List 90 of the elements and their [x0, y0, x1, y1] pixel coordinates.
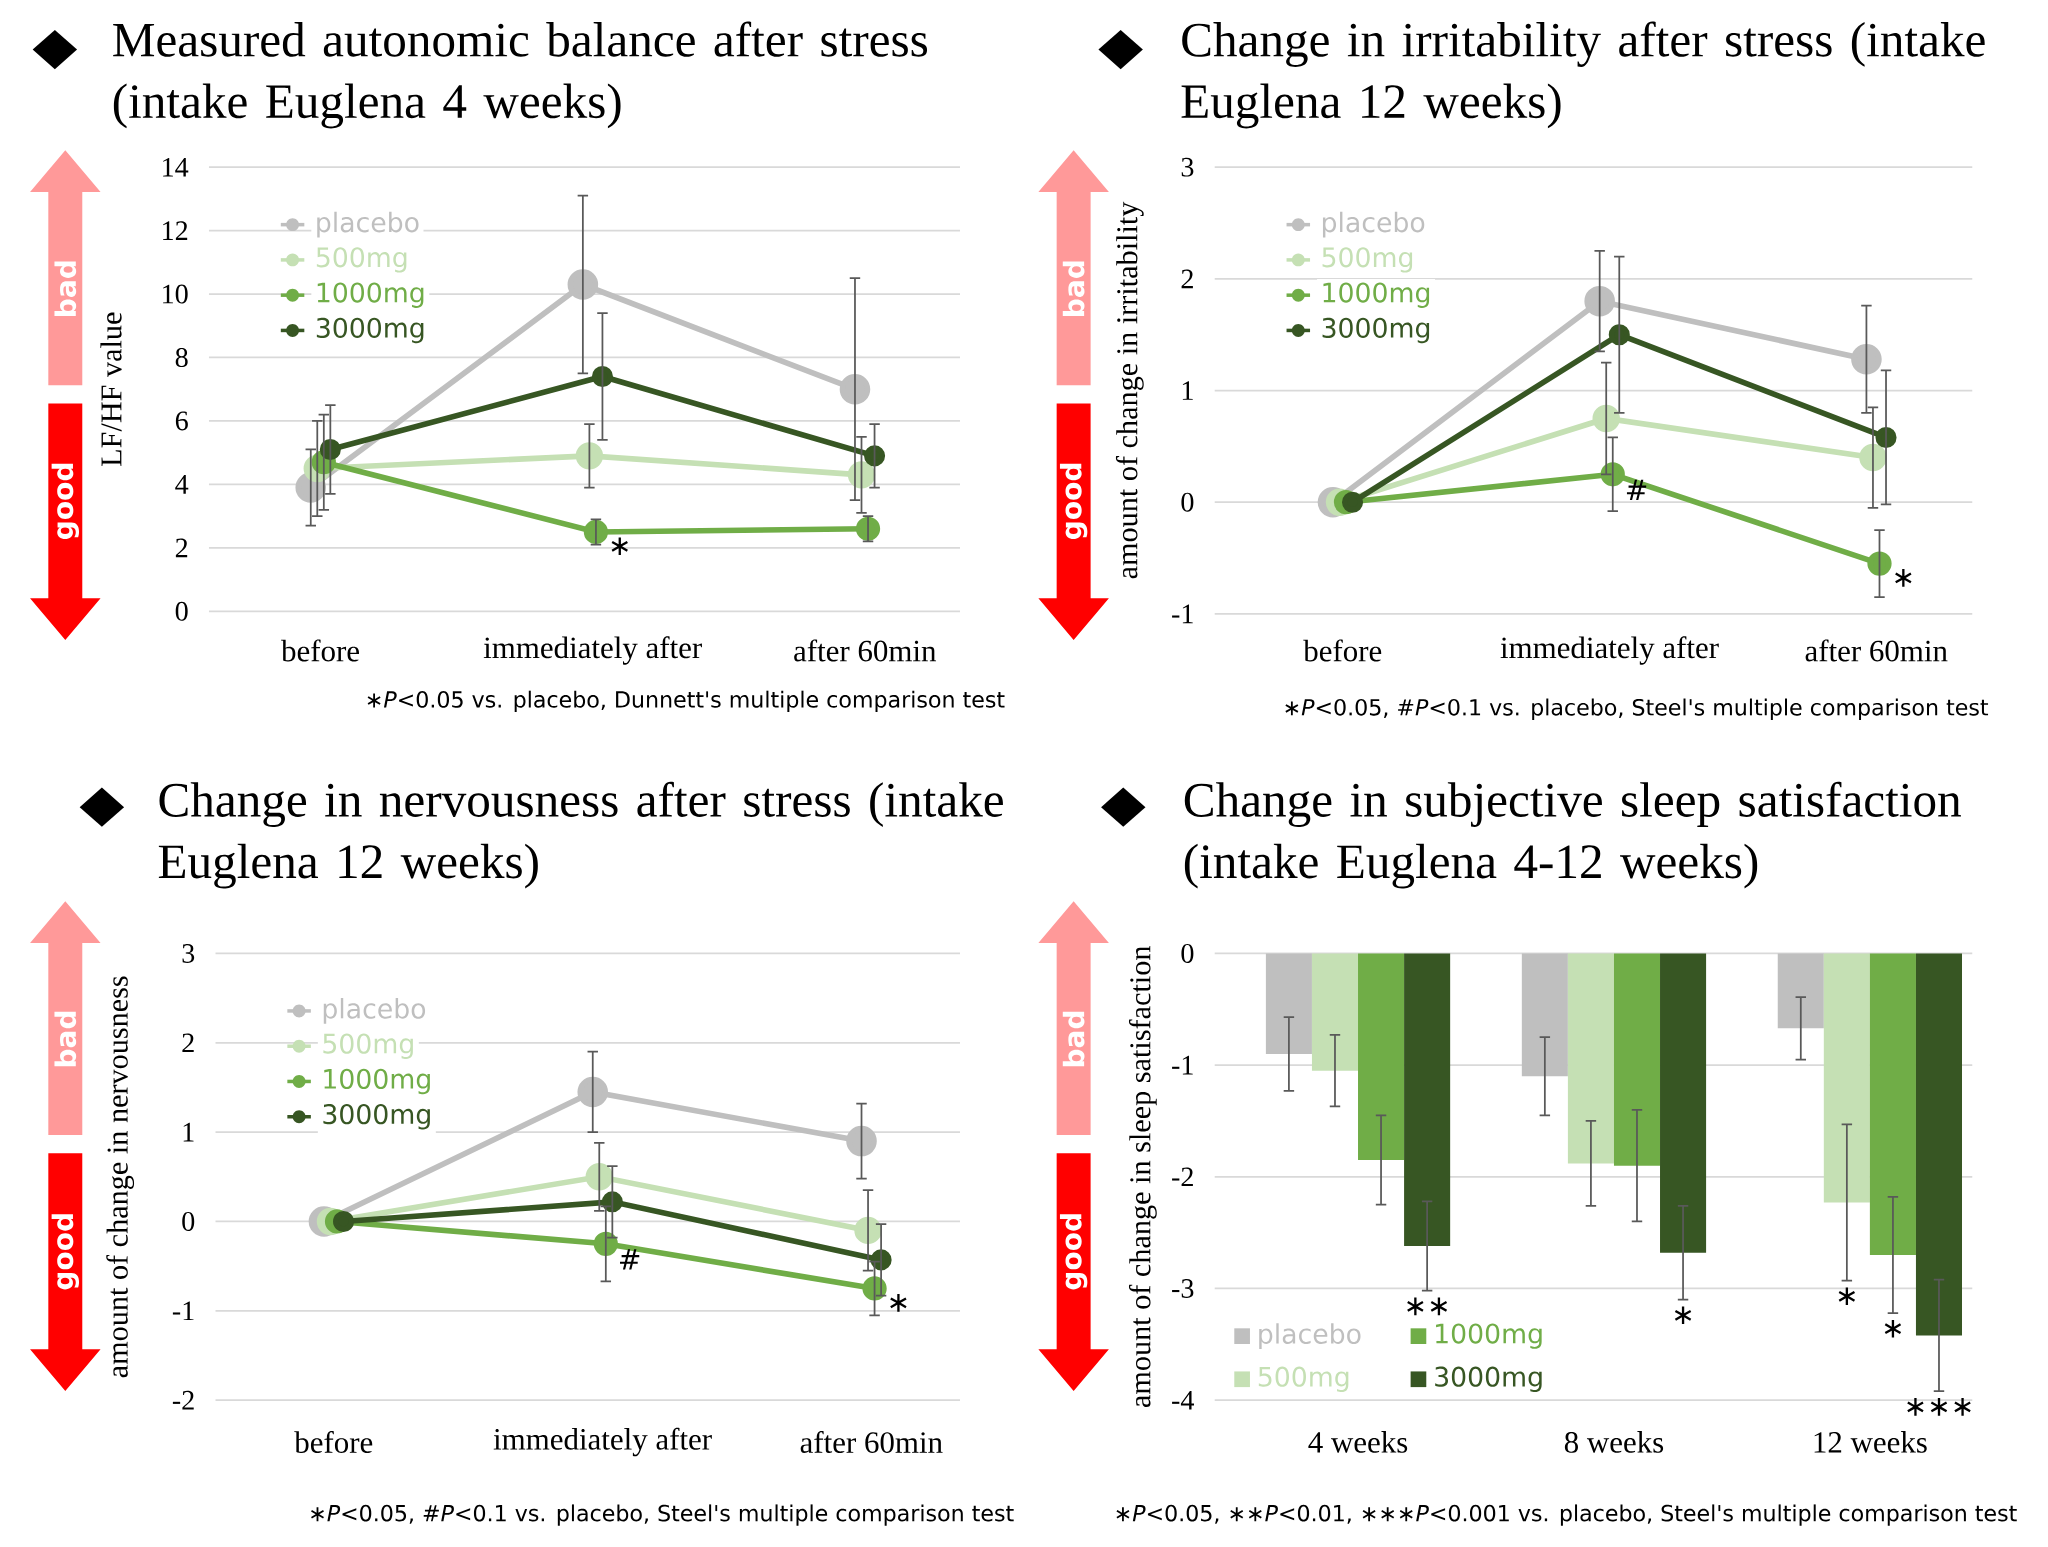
- tick-label: 0: [1181, 492, 1194, 512]
- significance-mark: ∗: [1884, 1319, 1902, 1338]
- legend-label: placebo: [317, 211, 419, 238]
- legend-entry: 500mg: [280, 243, 413, 277]
- legend-label: 3000mg: [323, 1104, 430, 1130]
- legend-label: 500mg: [316, 247, 407, 273]
- legend-entry: 500mg: [1286, 243, 1418, 277]
- legend-entry: 1000mg: [280, 279, 430, 312]
- axis-label: amount of change in sleep satisfaction: [1128, 946, 1157, 1407]
- legend-label: placebo: [323, 998, 426, 1024]
- tick-label: 2: [175, 538, 188, 558]
- legend-label: placebo: [1322, 211, 1425, 238]
- legend-entry: placebo: [287, 994, 431, 1028]
- tick-label: 4: [175, 475, 189, 494]
- tick-label: -1: [172, 1301, 194, 1321]
- legend-label: 500mg: [1322, 247, 1413, 273]
- legend-entry: 500mg: [287, 1030, 419, 1063]
- category-label: 12 weeks: [1814, 1431, 1927, 1453]
- footnote: ∗P<0.05, ∗∗P<0.01, ∗∗∗P<0.001 vs. placebo, Steel's multiple comparison test: [1116, 1504, 2017, 1526]
- axis-label: amount of change in irritability: [1115, 201, 1144, 579]
- category-label: before: [281, 639, 359, 662]
- significance-mark: ∗: [611, 537, 628, 556]
- category-label: before: [1303, 639, 1382, 662]
- tick-label: -2: [1172, 1167, 1193, 1187]
- tick-label: 2: [182, 1033, 194, 1053]
- tick-label: -2: [172, 1390, 194, 1410]
- legend-entry: 3000mg: [1410, 1366, 1542, 1392]
- tick-label: 10: [163, 284, 188, 304]
- footnote: ∗P<0.05, #P<0.1 vs. placebo, Steel's multiple comparison test: [1285, 698, 1989, 720]
- significance-mark: ∗: [1895, 569, 1912, 587]
- category-label: immediately after: [1500, 636, 1719, 665]
- tick-label: -1: [1172, 604, 1193, 624]
- legend-entry: 1000mg: [287, 1065, 436, 1098]
- tick-label: 12: [163, 221, 188, 240]
- legend-label: 3000mg: [1322, 317, 1430, 344]
- legend-entry: 3000mg: [1286, 314, 1435, 347]
- chart-title: Change in nervousness after stress (intake Euglena 12 weeks): [158, 781, 1003, 889]
- tick-label: 0: [175, 601, 188, 621]
- tick-label: 3: [182, 944, 195, 963]
- significance-mark: #: [620, 1249, 640, 1270]
- legend-label: 1000mg: [317, 282, 424, 308]
- significance-mark: ∗: [1674, 1306, 1692, 1325]
- legend-label: 1000mg: [1436, 1323, 1542, 1349]
- legend-entry: 1000mg: [1286, 279, 1435, 312]
- tick-label: 6: [175, 411, 188, 431]
- legend-entry: placebo: [1234, 1323, 1361, 1350]
- axis-label: amount of change in nervousness: [106, 976, 135, 1378]
- axis-label: LF/HF value: [100, 312, 122, 466]
- legend-label: 3000mg: [1435, 1366, 1542, 1392]
- significance-mark: ∗∗∗: [1907, 1398, 1971, 1416]
- legend-label: 500mg: [1258, 1366, 1349, 1392]
- chart-title: Change in irritability after stress (intake Euglena 12 weeks): [1181, 21, 1985, 129]
- category-label: immediately after: [493, 1427, 712, 1457]
- significance-mark: ∗: [890, 1294, 907, 1312]
- category-label: after 60min: [794, 639, 937, 662]
- tick-label: -3: [1172, 1279, 1194, 1298]
- tick-label: 0: [182, 1212, 195, 1231]
- footnote: ∗P<0.05, #P<0.1 vs. placebo, Steel's multiple comparison test: [311, 1504, 1014, 1526]
- category-label: after 60min: [800, 1430, 943, 1453]
- legend-entry: 500mg: [1234, 1366, 1349, 1392]
- category-label: 4 weeks: [1308, 1431, 1408, 1453]
- tick-label: -4: [1172, 1390, 1194, 1410]
- significance-mark: ∗: [1838, 1287, 1856, 1306]
- tick-label: 8: [175, 348, 188, 367]
- tick-label: 2: [1181, 269, 1193, 289]
- category-label: immediately after: [483, 636, 702, 665]
- category-label: after 60min: [1805, 639, 1948, 662]
- legend-label: placebo: [1259, 1323, 1361, 1350]
- legend-entry: 1000mg: [1410, 1323, 1542, 1349]
- significance-mark: ∗∗: [1407, 1297, 1448, 1316]
- tick-label: 0: [1181, 944, 1194, 963]
- tick-label: 3: [1181, 157, 1194, 177]
- category-label: 8 weeks: [1564, 1431, 1664, 1453]
- footnote: ∗P<0.05 vs. placebo, Dunnett's multiple comparison test: [367, 690, 1005, 713]
- legend-label: 500mg: [323, 1033, 413, 1059]
- chart-title: Measured autonomic balance after stress (intake Euglena 4 weeks): [113, 21, 928, 129]
- tick-label: 1: [1182, 381, 1193, 400]
- legend-entry: placebo: [1286, 208, 1430, 242]
- legend-label: 3000mg: [316, 317, 424, 344]
- tick-label: 14: [163, 157, 189, 177]
- legend-label: 1000mg: [1323, 282, 1430, 308]
- category-label: before: [294, 1430, 373, 1453]
- significance-mark: #: [1626, 479, 1647, 500]
- legend-entry: 3000mg: [280, 314, 430, 347]
- chart-title: Change in subjective sleep satisfaction (intake Euglena 4-12 weeks): [1184, 781, 1961, 889]
- tick-label: -1: [1172, 1055, 1193, 1075]
- tick-label: 1: [183, 1122, 194, 1142]
- legend-label: 1000mg: [324, 1068, 430, 1095]
- legend-entry: 3000mg: [287, 1100, 436, 1133]
- legend-entry: placebo: [280, 208, 424, 242]
